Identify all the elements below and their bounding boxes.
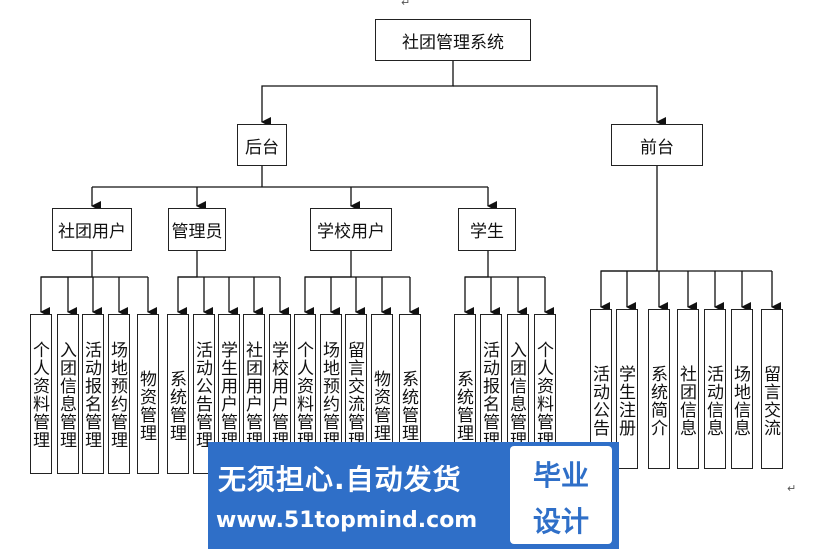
leaf-admin-3: 学生用户管理 (217, 314, 240, 474)
leaf-frontend-6: 场地信息 (730, 309, 753, 469)
leaf-frontend-7: 留言交流 (760, 309, 783, 469)
leaf-club-user-2: 入团信息管理 (56, 314, 79, 474)
leaf-school-user-3: 留言交流管理 (344, 314, 367, 474)
paragraph-mark-top: ↵ (401, 0, 411, 9)
leaf-club-user-4: 场地预约管理 (107, 314, 130, 474)
leaf-frontend-1: 活动公告 (589, 309, 612, 469)
leaf-school-user-5: 系统管理 (398, 314, 421, 474)
leaf-admin-4: 社团用户管理 (242, 314, 265, 474)
leaf-frontend-2: 学生注册 (615, 309, 638, 469)
leaf-frontend-3: 系统简介 (647, 309, 670, 469)
watermark-badge-top: 毕业 (532, 459, 589, 492)
watermark-url: www.51topmind.com (216, 508, 478, 533)
root-node: 社团管理系统 (375, 19, 531, 61)
leaf-student-3: 入团信息管理 (506, 314, 529, 474)
backend-node: 后台 (237, 124, 287, 166)
group-student: 学生 (458, 208, 516, 251)
leaf-school-user-4: 物资管理 (370, 314, 393, 474)
leaf-club-user-3: 活动报名管理 (81, 314, 104, 474)
leaf-student-2: 活动报名管理 (479, 314, 502, 474)
watermark-text-area: 无须担心.自动发货 www.51topmind.com (208, 442, 506, 549)
frontend-node: 前台 (611, 124, 703, 166)
leaf-admin-2: 活动公告管理 (192, 314, 215, 474)
leaf-club-user-1: 个人资料管理 (29, 314, 52, 474)
leaf-frontend-5: 活动信息 (703, 309, 726, 469)
group-club-user: 社团用户 (52, 208, 132, 251)
watermark-banner: 无须担心.自动发货 www.51topmind.com 毕业 设计 (208, 442, 619, 549)
leaf-frontend-4: 社团信息 (676, 309, 699, 469)
watermark-slogan: 无须担心.自动发货 (218, 463, 462, 496)
leaf-student-4: 个人资料管理 (533, 314, 556, 474)
leaf-admin-5: 学校用户管理 (268, 314, 291, 474)
watermark-badge: 毕业 设计 (510, 446, 612, 544)
group-admin: 管理员 (168, 208, 226, 251)
leaf-school-user-2: 场地预约管理 (319, 314, 342, 474)
leaf-admin-1: 系统管理 (166, 314, 189, 474)
paragraph-mark-bottom: ↵ (787, 482, 797, 495)
group-school-user: 学校用户 (310, 208, 392, 251)
watermark-badge-bottom: 设计 (532, 505, 589, 538)
leaf-club-user-5: 物资管理 (136, 314, 159, 474)
